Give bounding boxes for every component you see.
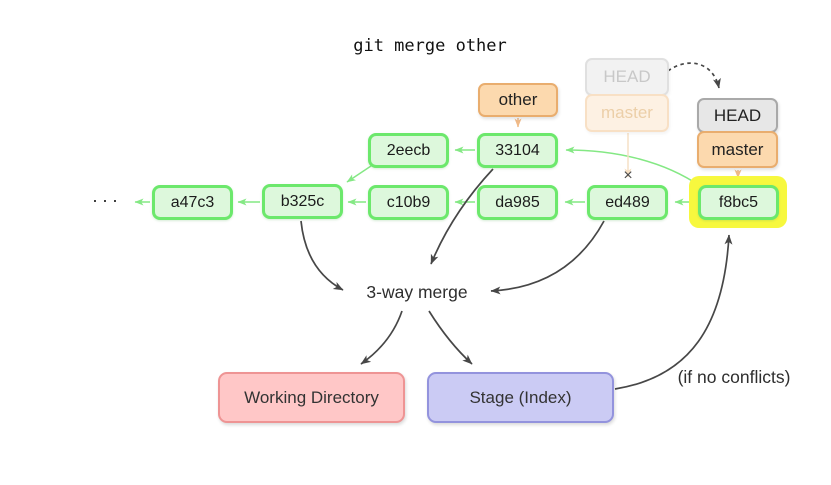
commit-b325c: b325c (262, 184, 343, 219)
merge-to-working-directory (360, 310, 403, 365)
commit-a47c3: a47c3 (152, 185, 233, 220)
if-no-conflicts-label: (if no conflicts) (677, 367, 791, 387)
merge-input-from-33104 (430, 168, 494, 265)
stage-index-box: Stage (Index) (427, 372, 614, 423)
stage-to-f8bc5-if-no-conflicts (614, 234, 733, 390)
commit-c10b9: c10b9 (368, 185, 449, 220)
ghost-head-label: HEAD (585, 58, 669, 96)
edge-f8bc5-to-33104-merge-parent (565, 146, 701, 187)
diagram-title: git merge other (353, 36, 507, 56)
merge-input-from-b325c (300, 220, 344, 291)
edge-2eecb-to-b325c (346, 165, 372, 183)
commit-da985: da985 (477, 185, 558, 220)
head-label: HEAD (697, 98, 778, 133)
cross-icon: × (623, 167, 633, 184)
merge-to-stage (428, 310, 473, 365)
commit-f8bc5: f8bc5 (698, 185, 779, 220)
other-branch-label: other (478, 83, 558, 117)
commit-33104: 33104 (477, 133, 558, 168)
three-way-merge-label: 3-way merge (366, 282, 468, 302)
history-ellipsis: ··· (92, 190, 122, 210)
merge-input-from-ed489 (490, 220, 605, 295)
working-directory-box: Working Directory (218, 372, 405, 423)
master-label: master (697, 131, 778, 168)
ghost-master-label: master (585, 94, 669, 132)
commit-ed489: ed489 (587, 185, 668, 220)
head-move-dashed-arrow (667, 62, 721, 89)
commit-2eecb: 2eecb (368, 133, 449, 168)
